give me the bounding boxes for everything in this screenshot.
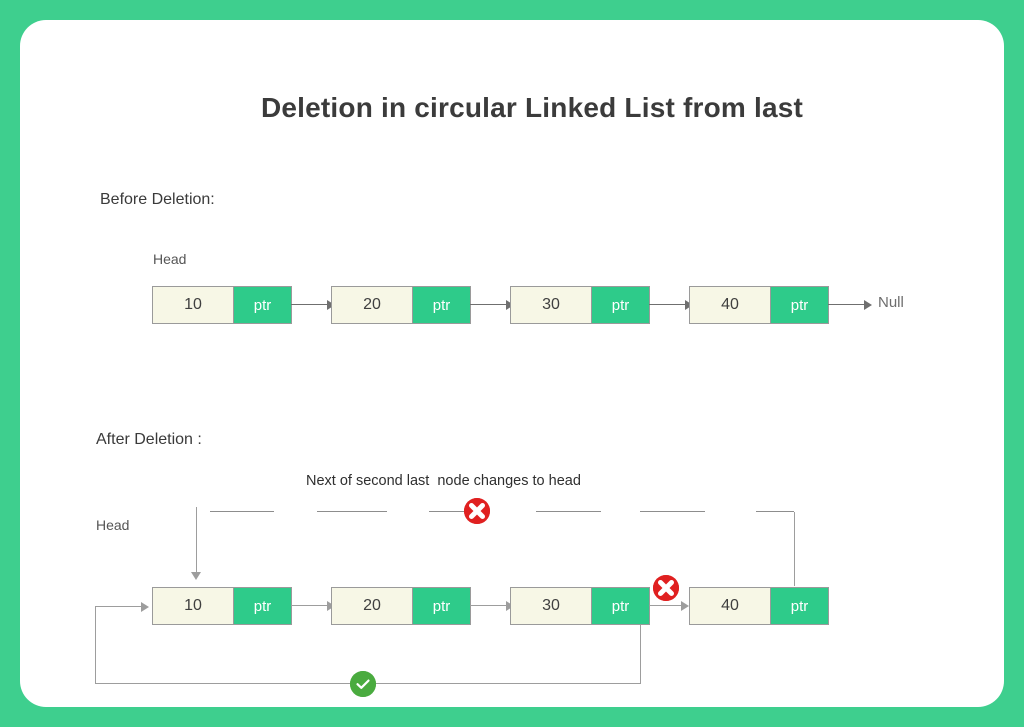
node-pointer: ptr bbox=[591, 588, 649, 624]
content-card: Deletion in circular Linked List from la… bbox=[20, 20, 1004, 707]
loop-right-vertical bbox=[640, 625, 641, 683]
node-value: 20 bbox=[332, 287, 412, 323]
node-value: 30 bbox=[511, 287, 591, 323]
node-pointer: ptr bbox=[591, 287, 649, 323]
before-node-1: 10 ptr bbox=[152, 286, 292, 324]
after-node-3: 30 ptr bbox=[510, 587, 650, 625]
loop-left-vertical bbox=[95, 606, 96, 684]
before-node-4: 40 ptr bbox=[689, 286, 829, 324]
node-value: 30 bbox=[511, 588, 591, 624]
before-link-null bbox=[828, 304, 868, 305]
loop-arrowhead-to-head bbox=[141, 602, 149, 612]
before-arrowhead-null bbox=[864, 300, 872, 310]
check-icon bbox=[350, 671, 376, 697]
cross-icon bbox=[653, 575, 679, 601]
node-pointer: ptr bbox=[412, 287, 470, 323]
after-head-arrowhead bbox=[191, 572, 201, 580]
after-head-label: Head bbox=[96, 517, 130, 533]
node-value: 20 bbox=[332, 588, 412, 624]
after-link-3-4-broken bbox=[649, 605, 685, 606]
after-head-drop-line bbox=[196, 507, 197, 549]
before-head-label: Head bbox=[153, 251, 187, 267]
node-pointer: ptr bbox=[770, 588, 828, 624]
after-node-2: 20 ptr bbox=[331, 587, 471, 625]
page-title: Deletion in circular Linked List from la… bbox=[260, 91, 804, 123]
after-node-1: 10 ptr bbox=[152, 587, 292, 625]
loop-top-horizontal bbox=[95, 606, 143, 607]
node-value: 10 bbox=[153, 588, 233, 624]
after-arrowhead-3-4 bbox=[681, 601, 689, 611]
dashed-segment-5 bbox=[640, 511, 705, 512]
node-value: 10 bbox=[153, 287, 233, 323]
before-link-2-3 bbox=[470, 304, 510, 305]
dashed-segment-3 bbox=[429, 511, 469, 512]
after-link-2-3 bbox=[470, 605, 510, 606]
dashed-drop-to-node4 bbox=[794, 512, 795, 586]
before-node-2: 20 ptr bbox=[331, 286, 471, 324]
node-pointer: ptr bbox=[770, 287, 828, 323]
dashed-segment-2 bbox=[317, 511, 387, 512]
dashed-segment-4 bbox=[536, 511, 601, 512]
before-link-3-4 bbox=[649, 304, 689, 305]
broken-link-caption: Next of second last node changes to head bbox=[306, 473, 581, 489]
dashed-segment-6 bbox=[756, 511, 794, 512]
before-node-3: 30 ptr bbox=[510, 286, 650, 324]
node-value: 40 bbox=[690, 588, 770, 624]
before-link-1-2 bbox=[291, 304, 331, 305]
cross-icon bbox=[464, 498, 490, 524]
after-link-1-2 bbox=[291, 605, 331, 606]
node-pointer: ptr bbox=[233, 588, 291, 624]
after-node-4: 40 ptr bbox=[689, 587, 829, 625]
after-head-drop-line-lower bbox=[196, 549, 197, 575]
node-pointer: ptr bbox=[233, 287, 291, 323]
before-deletion-label: Before Deletion: bbox=[100, 191, 215, 208]
node-pointer: ptr bbox=[412, 588, 470, 624]
after-deletion-label: After Deletion : bbox=[96, 431, 202, 448]
node-value: 40 bbox=[690, 287, 770, 323]
dashed-segment-1 bbox=[210, 511, 274, 512]
before-null-label: Null bbox=[878, 294, 904, 311]
